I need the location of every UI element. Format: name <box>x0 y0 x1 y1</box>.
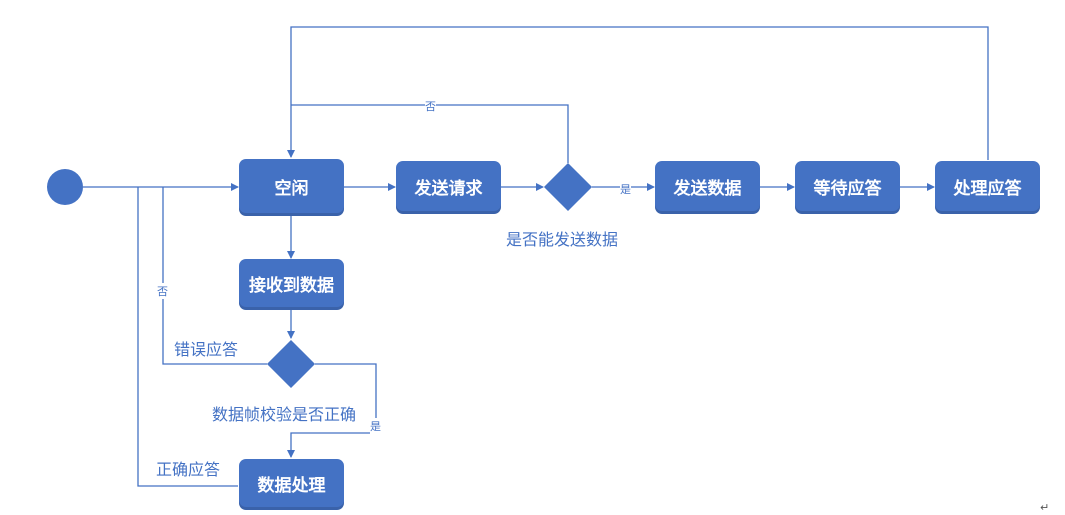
node-send-data: 发送数据 <box>655 161 760 211</box>
node-idle-label: 空闲 <box>274 178 309 199</box>
node-process-response: 处理应答 <box>935 161 1040 211</box>
node-process-data-label: 数据处理 <box>257 475 326 496</box>
start-node <box>47 169 83 205</box>
edge-label-yes-bottom: 是 <box>370 418 381 434</box>
node-wait-response: 等待应答 <box>795 161 900 211</box>
node-process-response-label: 处理应答 <box>953 178 1022 199</box>
edge-label-yes-right: 是 <box>620 181 631 197</box>
edge-label-correct-response: 正确应答 <box>156 460 221 479</box>
node-receive-data: 接收到数据 <box>239 259 344 307</box>
decision-can-send-label: 是否能发送数据 <box>506 230 619 249</box>
edge-process-response-idle <box>287 26 989 160</box>
edge-label-error-response: 错误应答 <box>174 340 239 359</box>
edge-label-no-left: 否 <box>157 283 168 299</box>
node-send-data-label: 发送数据 <box>673 178 742 199</box>
node-send-request-label: 发送请求 <box>414 178 483 199</box>
node-receive-data-label: 接收到数据 <box>249 275 334 296</box>
edge-label-no-top: 否 <box>425 98 436 114</box>
decision-frame-check-label: 数据帧校验是否正确 <box>212 405 357 424</box>
node-send-request: 发送请求 <box>396 161 501 211</box>
paragraph-mark: ↵ <box>1040 501 1050 514</box>
node-wait-response-label: 等待应答 <box>813 178 882 199</box>
edge-decision-no-idle <box>291 104 569 163</box>
node-process-data: 数据处理 <box>239 459 344 507</box>
edge-check-no <box>162 187 267 365</box>
edge-process-data-back <box>137 187 238 487</box>
node-idle: 空闲 <box>239 159 344 213</box>
